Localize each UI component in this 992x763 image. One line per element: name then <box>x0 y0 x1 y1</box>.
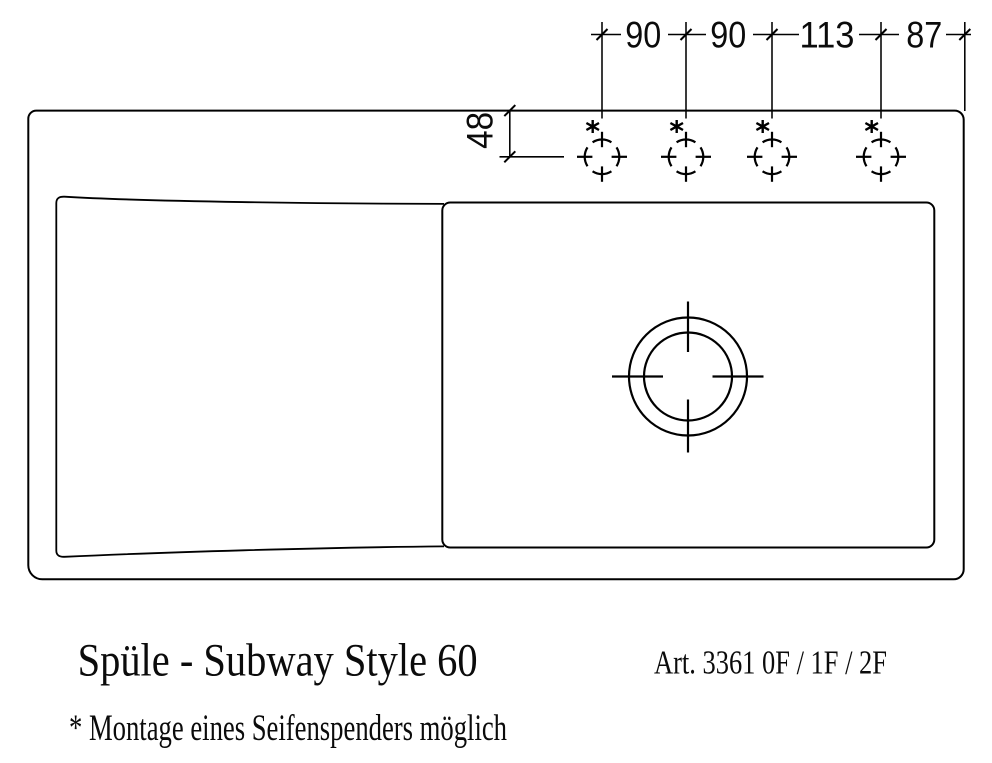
svg-text:90: 90 <box>710 15 746 56</box>
svg-text:Spüle - Subway Style 60: Spüle - Subway Style 60 <box>78 635 478 687</box>
svg-text:* Montage eines Seifenspenders: * Montage eines Seifenspenders möglich <box>69 708 507 749</box>
svg-text:90: 90 <box>625 15 661 56</box>
svg-text:113: 113 <box>800 15 855 56</box>
svg-text:Art. 3361 0F / 1F / 2F: Art. 3361 0F / 1F / 2F <box>654 645 887 682</box>
svg-text:87: 87 <box>906 15 942 56</box>
svg-text:48: 48 <box>459 112 500 149</box>
